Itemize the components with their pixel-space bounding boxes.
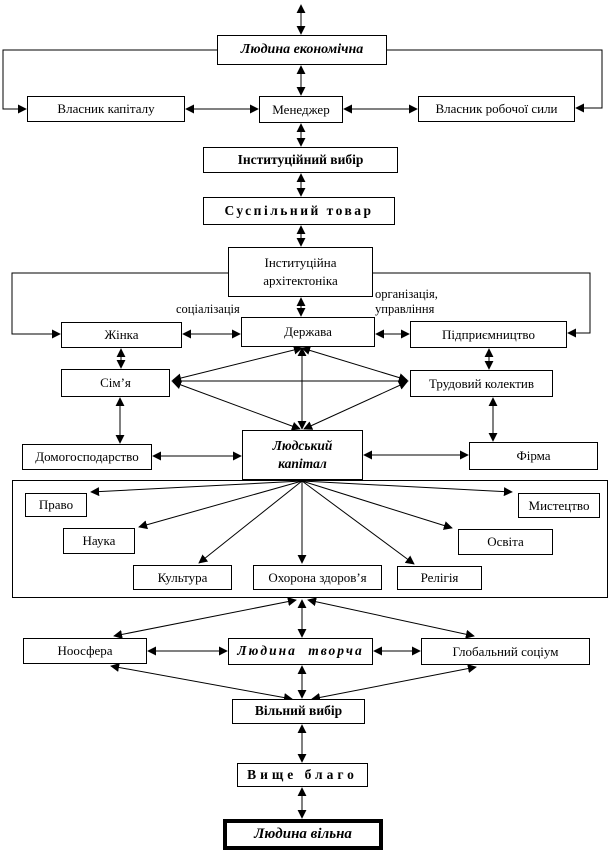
- node-family: Сім’я: [61, 369, 170, 397]
- node-labor-owner: Власник робочої сили: [418, 96, 575, 122]
- node-noosphere: Ноосфера: [23, 638, 147, 664]
- node-firm: Фірма: [469, 442, 598, 470]
- node-religion: Релігія: [397, 566, 482, 590]
- node-global-society: Глобальний соціум: [421, 638, 590, 665]
- node-human-capital: Людський капітал: [242, 430, 363, 480]
- node-capital-owner: Власник капіталу: [27, 96, 185, 122]
- edge-label-management: управління: [375, 302, 435, 316]
- node-institutional-choice: Інституційний вибір: [203, 147, 398, 173]
- node-education: Освіта: [458, 529, 553, 555]
- node-manager: Менеджер: [259, 96, 343, 123]
- edge-label-organization: організація,: [375, 287, 438, 301]
- node-entrepreneurship: Підприємництво: [410, 321, 567, 348]
- node-woman: Жінка: [61, 322, 182, 348]
- edge-label-socialization: соціалізація: [176, 302, 240, 316]
- node-public-good: Суспільний товар: [203, 197, 395, 225]
- node-household: Домогосподарство: [22, 444, 152, 470]
- node-free-choice: Вільний вибір: [232, 699, 365, 724]
- node-science: Наука: [63, 528, 135, 554]
- edge-label-organization-management: організація, управління: [375, 287, 445, 317]
- node-state: Держава: [241, 317, 375, 347]
- node-law: Право: [25, 493, 87, 517]
- node-culture: Культура: [133, 565, 232, 590]
- node-institutional-architectonics: Інституційна архітектоніка: [228, 247, 373, 297]
- node-highest-good: Вище благо: [237, 763, 368, 787]
- node-economic-man: Людина економічна: [217, 35, 387, 65]
- node-labor-collective: Трудовий колектив: [410, 370, 553, 397]
- node-creative-man: Людина творча: [228, 638, 373, 665]
- node-free-man: Людина вільна: [223, 819, 383, 850]
- node-healthcare: Охорона здоров’я: [253, 565, 382, 590]
- node-art: Мистецтво: [518, 493, 600, 518]
